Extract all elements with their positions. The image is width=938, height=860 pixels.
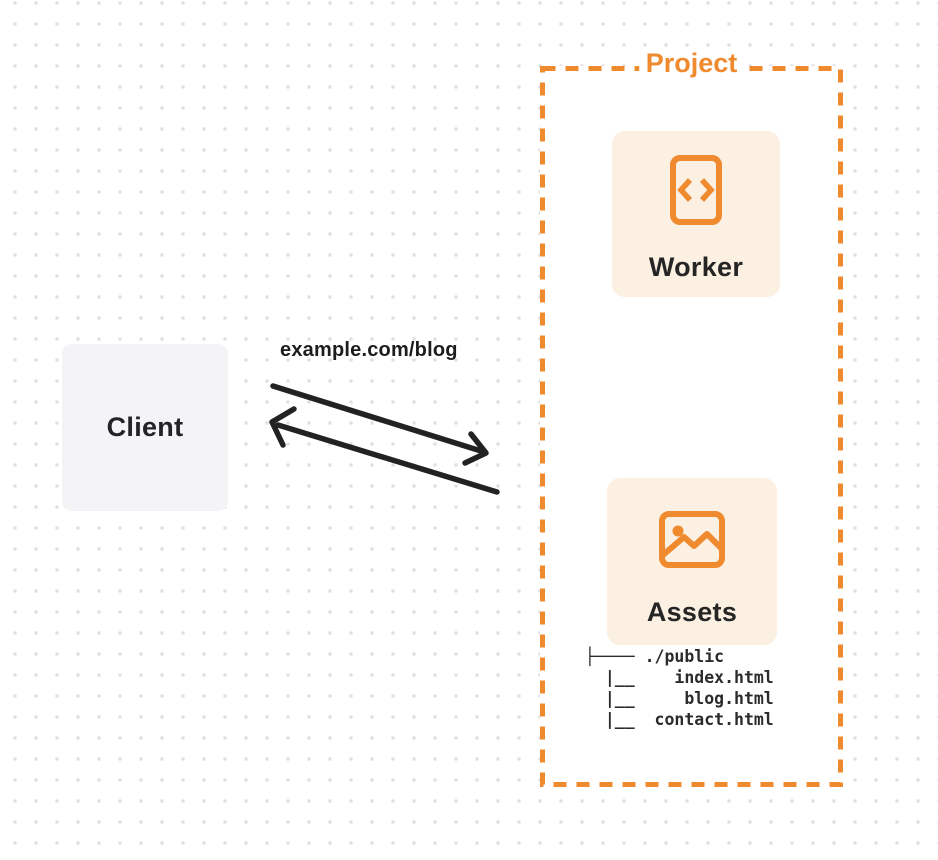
worker-card: Worker xyxy=(612,131,780,297)
project-label: Project xyxy=(638,48,745,79)
request-arrow-icon xyxy=(270,383,489,466)
file-tree: ├──── ./public |__ index.html |__ blog.h… xyxy=(585,646,774,730)
tree-line-public: ├──── ./public xyxy=(585,647,725,666)
client-box: Client xyxy=(62,344,228,511)
worker-label: Worker xyxy=(648,252,744,282)
client-label: Client xyxy=(106,412,184,442)
tree-line-index: |__ index.html xyxy=(585,668,774,687)
assets-label: Assets xyxy=(646,597,738,627)
image-icon xyxy=(659,511,725,568)
code-icon xyxy=(670,155,722,225)
assets-card: Assets xyxy=(607,478,777,645)
tree-line-blog: |__ blog.html xyxy=(585,689,774,708)
request-url-label: example.com/blog xyxy=(280,339,458,361)
project-box: Project Worker Assets xyxy=(540,48,843,787)
response-arrow-icon xyxy=(269,406,500,495)
tree-line-contact: |__ contact.html xyxy=(585,710,774,729)
